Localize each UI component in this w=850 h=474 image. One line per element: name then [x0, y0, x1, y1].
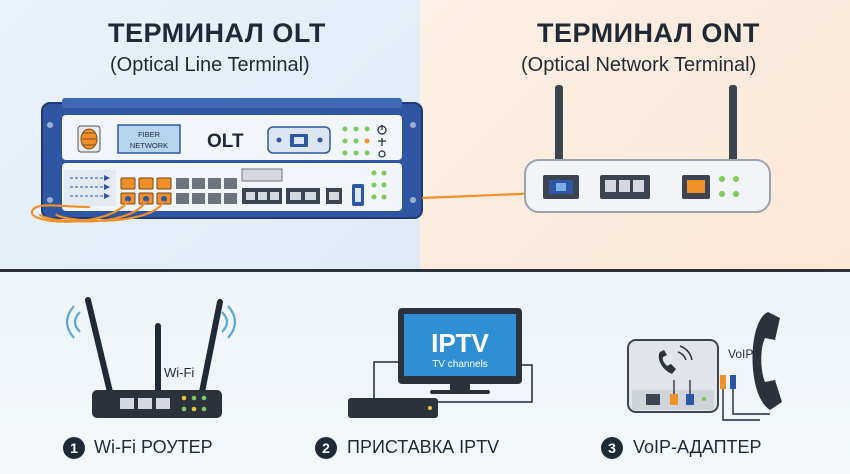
- olt-subtitle: (Optical Line Terminal): [110, 54, 310, 76]
- olt-label: OLT: [207, 131, 244, 152]
- fiber-spool-icon: [77, 125, 101, 153]
- ont-subtitle: (Optical Network Terminal): [521, 54, 757, 76]
- wifi-signal-icon: [65, 305, 237, 339]
- pon-ports: [120, 177, 172, 205]
- device-number-3: 3: [601, 437, 623, 459]
- set-top-box: [348, 398, 438, 418]
- iptv-set: IPTV TV channels: [348, 308, 533, 418]
- olt-port-leds: [371, 170, 387, 200]
- wifi-router: Wi-Fi: [65, 297, 237, 418]
- iptv-screen-subtitle: TV channels: [432, 359, 488, 370]
- section-divider: [0, 269, 850, 272]
- fiber-label-1: FIBER: [138, 130, 161, 139]
- fiber-label-2: NETWORK: [130, 141, 168, 150]
- fiber-direction-arrows: [64, 170, 116, 206]
- olt-ethernet-ports: [176, 168, 364, 206]
- device-caption-iptv: ПРИСТАВКА IPTV: [347, 437, 500, 457]
- ont-title: ТЕРМИНАЛ ONT: [537, 18, 760, 48]
- device-number-2: 2: [315, 437, 337, 459]
- iptv-screen-title: IPTV: [431, 328, 489, 358]
- power-icon: [377, 125, 387, 135]
- device-number-1: 1: [63, 437, 85, 459]
- ont-background: [420, 0, 850, 270]
- fiber-cable-loop: [30, 200, 129, 223]
- olt-title: ТЕРМИНАЛ OLT: [108, 18, 326, 48]
- settings-icon: [378, 150, 386, 158]
- phone-handset-icon: [752, 312, 782, 410]
- device-caption-wifi-router: Wi-Fi РОУТЕР: [94, 437, 213, 457]
- olt-device: FIBER NETWORK OLT: [41, 98, 423, 219]
- ont-device: [524, 85, 771, 213]
- phone-call-icon: [658, 345, 693, 374]
- fiber-network-box: [117, 124, 181, 154]
- usb-icon: [378, 138, 386, 146]
- wifi-label: Wi-Fi: [164, 365, 194, 380]
- voip-label: VoIP: [728, 347, 753, 361]
- voip-adapter: VoIP: [627, 312, 782, 421]
- olt-status-leds: [342, 126, 370, 156]
- device-caption-voip: VoIP-АДАПТЕР: [633, 437, 762, 457]
